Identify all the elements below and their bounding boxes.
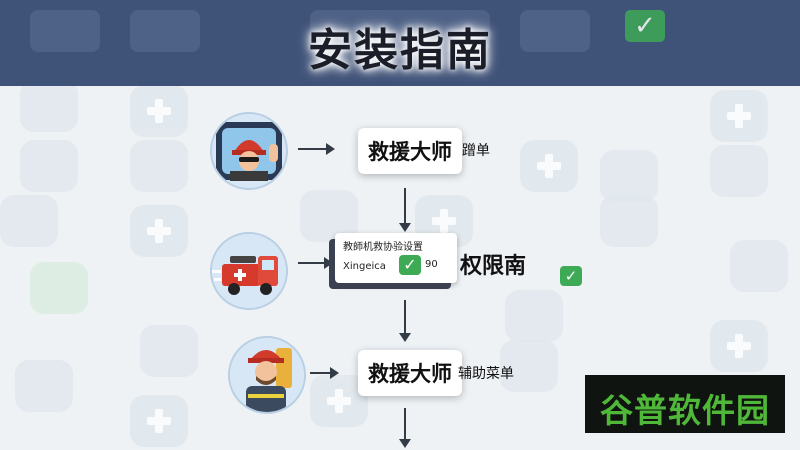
firefighter-waving-icon <box>210 112 288 190</box>
bg-plus-icon <box>710 90 768 142</box>
bg-plus-icon <box>130 395 188 447</box>
header-truck-deco <box>520 10 590 52</box>
bg-truck-tile <box>505 290 563 342</box>
watermark-text: 谷普软件园 <box>600 391 770 430</box>
app-name-label: 救援大师 <box>358 350 462 396</box>
bg-tile <box>500 340 558 392</box>
bg-building-tile <box>0 195 58 247</box>
page-title: 安装指南 <box>308 25 492 76</box>
bg-mountain-tile <box>20 140 78 192</box>
arrow-right-icon <box>298 143 335 155</box>
bg-tile <box>130 140 188 192</box>
bg-mountain-tile <box>15 360 73 412</box>
arrow-right-icon <box>310 367 339 379</box>
fire-truck-icon <box>210 232 288 310</box>
bg-building-tile <box>600 195 658 247</box>
permission-settings-card: 教師机救协验设置 Xingeica ✓ 90 <box>335 233 457 283</box>
header-check-icon: ✓ <box>625 10 665 42</box>
bg-truck-tile <box>730 240 788 292</box>
header-truck-deco <box>310 10 490 52</box>
bg-plus-icon <box>130 205 188 257</box>
permission-card-title: 教師机救协验设置 <box>343 242 423 253</box>
arrow-down-icon <box>399 188 411 232</box>
bg-tile <box>140 325 198 377</box>
bg-truck-tile <box>710 145 768 197</box>
check-icon: ✓ <box>399 255 421 275</box>
firefighter-backpack-icon <box>228 336 306 414</box>
step-1-text: 蹭单 <box>462 143 490 159</box>
bg-check-tile <box>30 262 88 314</box>
app-name-label: 救援大师 <box>358 128 462 174</box>
bg-plus-icon <box>130 85 188 137</box>
step-3-text: 辅助菜单 <box>458 366 514 382</box>
bg-tile <box>20 80 78 132</box>
header-deco <box>130 10 200 52</box>
permission-card-suffix: 90 <box>425 259 438 270</box>
arrow-down-icon <box>399 300 411 342</box>
header-truck-deco <box>30 10 100 52</box>
arrow-right-icon <box>298 257 333 269</box>
watermark-logo: 谷普软件园 <box>585 375 785 433</box>
check-icon: ✓ <box>560 266 582 286</box>
step-2-text: 权限南 <box>460 254 527 279</box>
header-banner: ✓ <box>0 0 800 86</box>
bg-tile <box>600 150 658 202</box>
arrow-down-icon <box>399 408 411 448</box>
bg-plus-icon <box>710 320 768 372</box>
bg-plus-icon <box>520 140 578 192</box>
permission-card-subtitle: Xingeica <box>343 261 386 272</box>
